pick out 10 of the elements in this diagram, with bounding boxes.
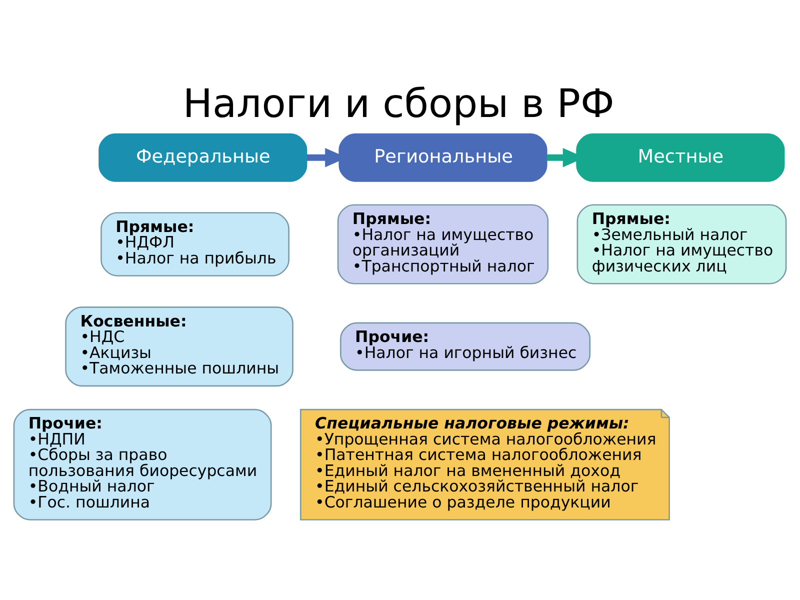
- node-box: Прочие: •НДПИ •Сборы за право пользования биоресурсами •Водный налог •Гос. пошлина: [13, 408, 272, 520]
- node-box: Прочие: •Налог на игорный бизнес: [340, 322, 591, 371]
- node-box: Косвенные: •НДС •Акцизы •Таможенные пошлины: [65, 306, 294, 387]
- node-box: Региональные: [338, 133, 548, 182]
- node-box: Местные: [576, 133, 785, 182]
- node-box: Прямые: •Земельный налог •Налог на имущество физических лиц: [576, 204, 787, 284]
- diagram-title: Налоги и сборы в РФ: [182, 80, 614, 127]
- node-box: Прямые: •Налог на имущество организаций •Транспортный налог: [337, 204, 549, 284]
- node-box: Прямые: •НДФЛ •Налог на прибыль: [100, 212, 290, 276]
- node-box: Федеральные: [98, 133, 308, 182]
